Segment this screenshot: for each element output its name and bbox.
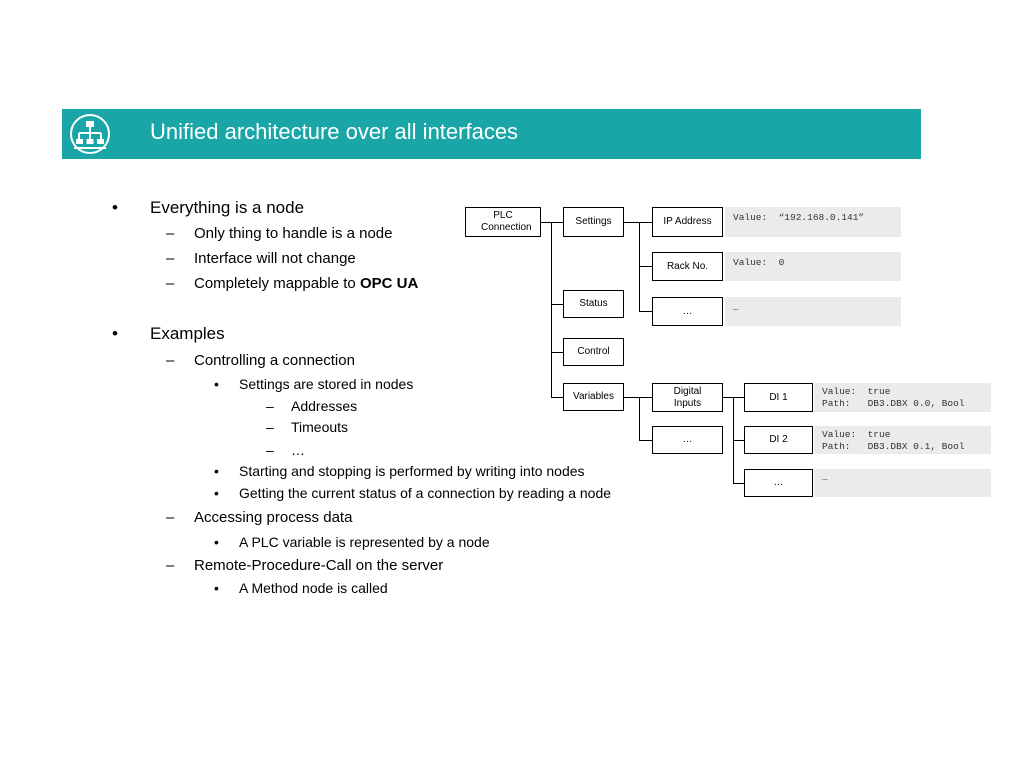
bullet-text: Addresses — [291, 398, 358, 414]
bullet-text: Examples — [150, 324, 225, 343]
bullet-item-l2: Controlling a connection — [194, 352, 355, 369]
value-di-more: … — [814, 469, 991, 497]
node-ip-address: IP Address — [652, 207, 723, 237]
bullet-item-l2: Only thing to handle is a node — [194, 225, 392, 242]
bullet-marker: • — [214, 580, 219, 596]
bullet-marker: – — [166, 509, 175, 526]
bullet-item-l1: Examples — [150, 324, 225, 344]
node-di2: DI 2 — [744, 426, 813, 454]
bullet-marker: – — [266, 419, 274, 435]
bullet-item-l3: A Method node is called — [239, 580, 388, 596]
bullet-text: Timeouts — [291, 419, 349, 435]
node-rack-no: Rack No. — [652, 252, 723, 281]
node-settings: Settings — [563, 207, 624, 237]
bullet-marker: – — [166, 275, 175, 292]
bullet-item-l2: Remote-Procedure-Call on the server — [194, 557, 443, 574]
bullet-item-l3: A PLC variable is represented by a node — [239, 534, 490, 550]
bullet-text: Accessing process data — [194, 509, 353, 526]
bullet-text: Controlling a connection — [194, 352, 355, 369]
bullet-marker: • — [112, 324, 118, 343]
bullet-text: Remote-Procedure-Call on the server — [194, 557, 444, 574]
bullet-item-l3: Getting the current status of a connecti… — [239, 485, 611, 501]
bullet-item-l2: Interface will not change — [194, 250, 356, 267]
bullet-text: Completely mappable to — [194, 275, 360, 292]
bullet-marker: • — [214, 376, 219, 392]
node-di-more: … — [744, 469, 813, 497]
slide-title: Unified architecture over all interfaces — [150, 119, 519, 144]
bullet-marker: – — [166, 557, 175, 574]
node-di1: DI 1 — [744, 383, 813, 412]
bullet-item-l3: Settings are stored in nodes — [239, 376, 413, 392]
bullet-text: Getting the current status of a connecti… — [239, 485, 612, 501]
bullet-text: Everything is a node — [150, 198, 305, 217]
bullet-text: Interface will not change — [194, 250, 356, 267]
bullet-marker: – — [266, 442, 274, 458]
node-variables: Variables — [563, 383, 624, 411]
bullet-marker: • — [112, 198, 118, 217]
bullet-item-l2: Completely mappable to OPC UA — [194, 275, 418, 292]
bullet-text: Starting and stopping is performed by wr… — [239, 463, 585, 479]
bullet-item-l2: Accessing process data — [194, 509, 352, 526]
node-control: Control — [563, 338, 624, 366]
title-banner — [62, 109, 921, 159]
bullet-text: A Method node is called — [239, 580, 388, 596]
value-rack-no: Value: 0 — [725, 252, 901, 281]
bullet-item-l4: Timeouts — [291, 419, 348, 435]
bullet-text: Only thing to handle is a node — [194, 225, 393, 242]
bullet-marker: – — [166, 352, 175, 369]
bullet-marker: • — [214, 534, 219, 550]
bullet-marker: – — [266, 398, 274, 414]
bullet-text: … — [291, 442, 305, 458]
value-di2: Value: true Path: DB3.DBX 0.1, Bool — [814, 426, 991, 454]
bullet-marker: • — [214, 485, 219, 501]
bullet-item-l4: Addresses — [291, 398, 357, 414]
node-plc-connection: PLC Connection — [465, 207, 541, 237]
bullet-marker: • — [214, 463, 219, 479]
bullet-item-l1: Everything is a node — [150, 198, 304, 218]
node-digital-inputs: Digital Inputs — [652, 383, 723, 412]
node-status: Status — [563, 290, 624, 318]
value-ip-address: Value: “192.168.0.141” — [725, 207, 901, 237]
value-settings-more: … — [725, 297, 901, 326]
bullet-marker: – — [166, 250, 175, 267]
bullet-text: Settings are stored in nodes — [239, 376, 414, 392]
bullet-bold-text: OPC UA — [359, 275, 419, 292]
bullet-marker: – — [166, 225, 175, 242]
bullet-item-l4: … — [291, 442, 305, 458]
bullet-text: A PLC variable is represented by a node — [239, 534, 490, 550]
value-di1: Value: true Path: DB3.DBX 0.0, Bool — [814, 383, 991, 412]
org-chart-icon — [66, 112, 114, 156]
node-variables-more: … — [652, 426, 723, 454]
bullet-item-l3: Starting and stopping is performed by wr… — [239, 463, 585, 479]
node-settings-more: … — [652, 297, 723, 326]
